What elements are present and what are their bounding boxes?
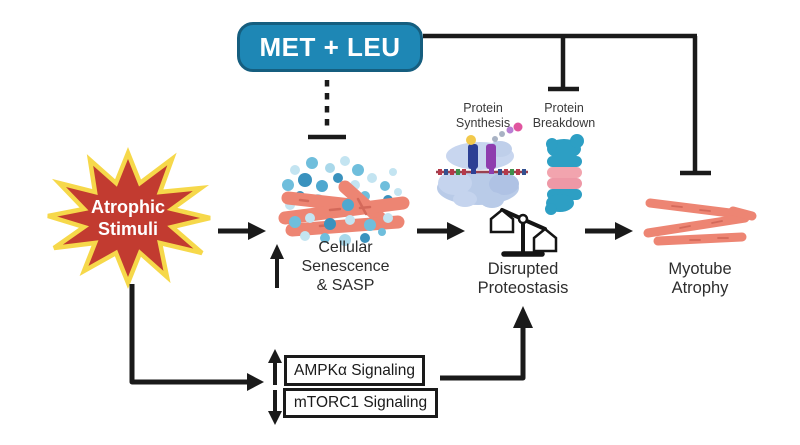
- protein-synthesis-label: Protein Synthesis: [455, 101, 511, 130]
- ampk-signaling-box: AMPKα Signaling: [284, 355, 425, 386]
- sasp-dots-front: [289, 199, 393, 246]
- mtorc1-signaling-box: mTORC1 Signaling: [283, 388, 438, 418]
- met-leu-node: MET + LEU: [237, 22, 423, 72]
- cellular-senescence-label: Cellular Senescence & SASP: [301, 239, 390, 294]
- arrow-senescence-to-proteostasis: [417, 222, 465, 240]
- mtorc1-signaling-label: mTORC1 Signaling: [293, 394, 428, 411]
- starburst-icon: [47, 146, 211, 290]
- arrow-proteostasis-to-myotube: [585, 222, 633, 240]
- connectors: [129, 33, 711, 425]
- up-arrow-ampk-icon: [268, 349, 282, 385]
- arrow-stimuli-to-senescence: [218, 222, 266, 240]
- up-arrow-senescence-icon: [270, 244, 284, 288]
- mrna-beads: [438, 169, 526, 175]
- ampk-signaling-label: AMPKα Signaling: [294, 361, 415, 379]
- arrow-signaling-to-proteostasis: [440, 306, 533, 381]
- atrophied-myotubes-icon: [643, 198, 757, 246]
- protein-breakdown-label: Protein Breakdown: [532, 101, 596, 130]
- atrophic-stimuli-label: Atrophic Stimuli: [91, 197, 165, 239]
- down-arrow-mtorc1-icon: [268, 390, 282, 425]
- arrow-stimuli-to-signaling: [129, 284, 264, 391]
- balance-scale-icon: [489, 208, 558, 257]
- myotube-atrophy-label: Myotube Atrophy: [668, 260, 732, 297]
- proteasome-icon: [545, 134, 584, 215]
- disrupted-proteostasis-label: Disrupted Proteostasis: [477, 260, 569, 297]
- atrophied-myotube-stripes: [671, 205, 729, 241]
- ribosome-icon: [436, 122, 528, 208]
